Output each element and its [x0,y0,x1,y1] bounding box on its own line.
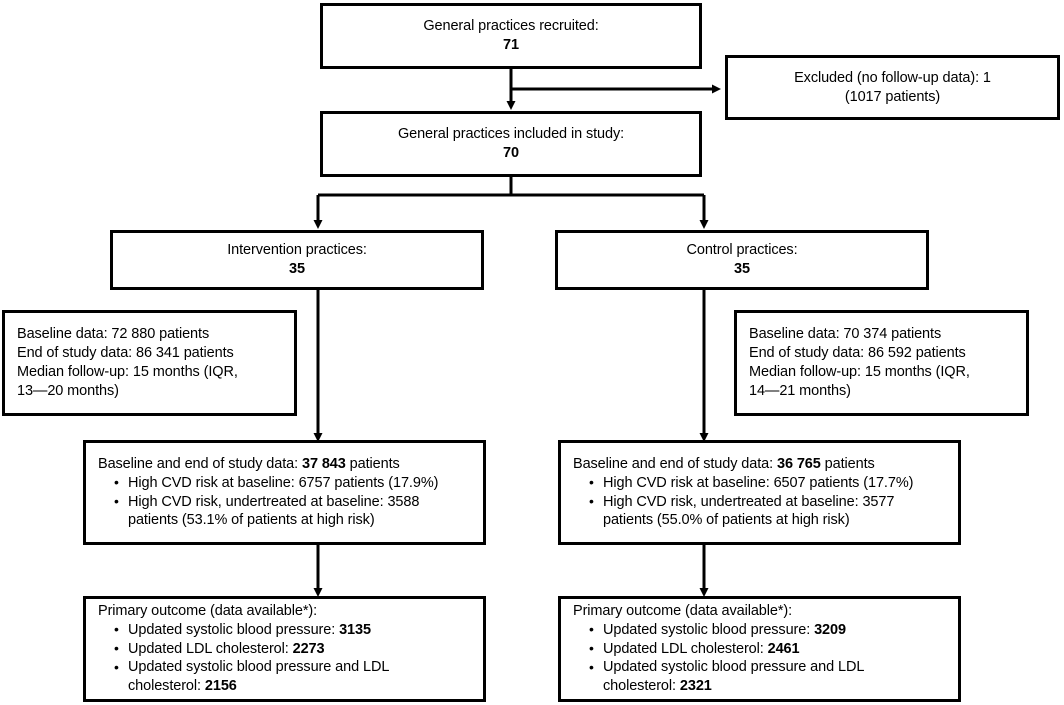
control-arm-label: Control practices: [686,242,798,259]
control-data-bullet-list: High CVD risk at baseline: 6507 patients… [573,473,914,531]
intervention-outcome-bullet-2-text: Updated LDL cholesterol: 2273 [128,640,389,659]
node-intervention-study-data: Baseline and end of study data: 37 843 p… [83,440,486,545]
node-intervention-practices: Intervention practices: 35 [110,230,484,290]
node-control-primary-outcome: Primary outcome (data available*): Updat… [558,596,961,702]
control-baseline-line-1: Baseline data: 70 374 patients [749,326,942,343]
control-data-bullet-2: High CVD risk, undertreated at baseline:… [587,492,913,531]
recruited-value: 71 [503,37,519,53]
control-outcome-bullet-3-label: cholesterol: [603,678,680,695]
control-outcome-bullet-3-line-2: cholesterol: 2321 [603,677,864,696]
control-outcome-bullet-2: Updated LDL cholesterol: 2461 [587,639,864,659]
node-intervention-baseline-data: Baseline data: 72 880 patients End of st… [2,310,297,416]
intervention-data-bullet-list: High CVD risk at baseline: 6757 patients… [98,473,439,531]
control-baseline-line-4: 14—21 months) [749,382,851,399]
control-data-bullet-1: High CVD risk at baseline: 6507 patients… [587,473,914,493]
intervention-outcome-bullet-3-line-1: Updated systolic blood pressure and LDL [128,659,390,676]
intervention-baseline-line-4: 13—20 months) [17,382,119,399]
control-outcome-bullet-3: Updated systolic blood pressure and LDLc… [587,658,864,696]
control-data-bullet-2-line-1: High CVD risk, undertreated at baseline:… [603,493,895,510]
intervention-baseline-line-1: Baseline data: 72 880 patients [17,326,210,343]
control-data-header-pre: Baseline and end of study data: [573,455,777,472]
control-arm-value: 35 [734,261,750,277]
included-label: General practices included in study: [397,126,625,143]
intervention-outcome-header: Primary outcome (data available*): [98,602,318,619]
intervention-arm-label: Intervention practices: [227,242,367,259]
intervention-outcome-bullet-3-label: cholesterol: [128,678,205,695]
control-outcome-bullet-1-text: Updated systolic blood pressure: 3209 [603,621,864,640]
control-baseline-line-3: Median follow-up: 15 months (IQR, [749,364,970,380]
intervention-outcome-bullet-1-label: Updated systolic blood pressure: [128,621,340,638]
recruited-label: General practices recruited: [423,18,599,35]
excluded-label-line-1: Excluded (no follow-up data): 1 [794,69,991,86]
control-outcome-bullet-list: Updated systolic blood pressure: 3209 Up… [573,620,864,696]
intervention-data-header: Baseline and end of study data: 37 843 p… [98,455,400,474]
intervention-outcome-bullet-list: Updated systolic blood pressure: 3135 Up… [98,620,389,696]
control-outcome-bullet-3-line-1: Updated systolic blood pressure and LDL [603,659,865,676]
node-general-practices-recruited: General practices recruited: 71 [320,3,702,69]
control-data-bullet-2-line-2: patients (55.0% of patients at high risk… [603,512,850,529]
intervention-outcome-bullet-1: Updated systolic blood pressure: 3135 [112,620,389,640]
control-data-header-post: patients [820,455,875,472]
control-data-bullet-1-text: High CVD risk at baseline: 6507 patients… [603,474,914,491]
intervention-outcome-bullet-3: Updated systolic blood pressure and LDLc… [112,658,389,696]
control-baseline-line-2: End of study data: 86 592 patients [749,345,966,362]
node-control-practices: Control practices: 35 [555,230,929,290]
intervention-data-header-post: patients [345,455,400,472]
intervention-arm-value: 35 [289,261,305,277]
control-outcome-bullet-2-text: Updated LDL cholesterol: 2461 [603,640,864,659]
intervention-outcome-bullet-3-line-2: cholesterol: 2156 [128,677,389,696]
intervention-outcome-bullet-1-value: 3135 [339,621,371,638]
intervention-data-bullet-2: High CVD risk, undertreated at baseline:… [112,492,438,531]
intervention-data-bullet-2-line-2: patients (53.1% of patients at high risk… [128,512,375,529]
intervention-data-bullet-1-text: High CVD risk at baseline: 6757 patients… [128,474,439,491]
node-general-practices-included: General practices included in study: 70 [320,111,702,177]
included-value: 70 [503,145,519,161]
intervention-data-header-pre: Baseline and end of study data: [98,455,302,472]
control-outcome-bullet-3-value: 2321 [679,678,712,695]
control-data-header-value: 36 765 [776,455,821,472]
control-outcome-header: Primary outcome (data available*): [573,602,793,619]
control-outcome-bullet-1-value: 3209 [814,621,846,638]
intervention-outcome-bullet-2: Updated LDL cholesterol: 2273 [112,639,389,659]
control-outcome-bullet-1-label: Updated systolic blood pressure: [603,621,815,638]
control-data-header: Baseline and end of study data: 36 765 p… [573,455,875,474]
node-control-baseline-data: Baseline data: 70 374 patients End of st… [734,310,1029,416]
intervention-outcome-bullet-1-text: Updated systolic blood pressure: 3135 [128,621,389,640]
intervention-data-header-value: 37 843 [301,455,346,472]
control-outcome-bullet-1: Updated systolic blood pressure: 3209 [587,620,864,640]
node-control-study-data: Baseline and end of study data: 36 765 p… [558,440,961,545]
intervention-outcome-bullet-2-value: 2273 [292,640,325,657]
intervention-data-bullet-1: High CVD risk at baseline: 6757 patients… [112,473,439,493]
intervention-data-bullet-2-line-1: High CVD risk, undertreated at baseline:… [128,493,420,510]
intervention-baseline-line-2: End of study data: 86 341 patients [17,345,234,362]
node-excluded: Excluded (no follow-up data): 1 (1017 pa… [725,55,1060,120]
control-outcome-bullet-2-label: Updated LDL cholesterol: [603,640,768,657]
node-intervention-primary-outcome: Primary outcome (data available*): Updat… [83,596,486,702]
intervention-outcome-bullet-3-value: 2156 [204,678,237,695]
excluded-label-line-2: (1017 patients) [844,88,941,105]
intervention-outcome-bullet-2-label: Updated LDL cholesterol: [128,640,293,657]
control-outcome-bullet-2-value: 2461 [767,640,800,657]
intervention-baseline-line-3: Median follow-up: 15 months (IQR, [17,364,238,380]
